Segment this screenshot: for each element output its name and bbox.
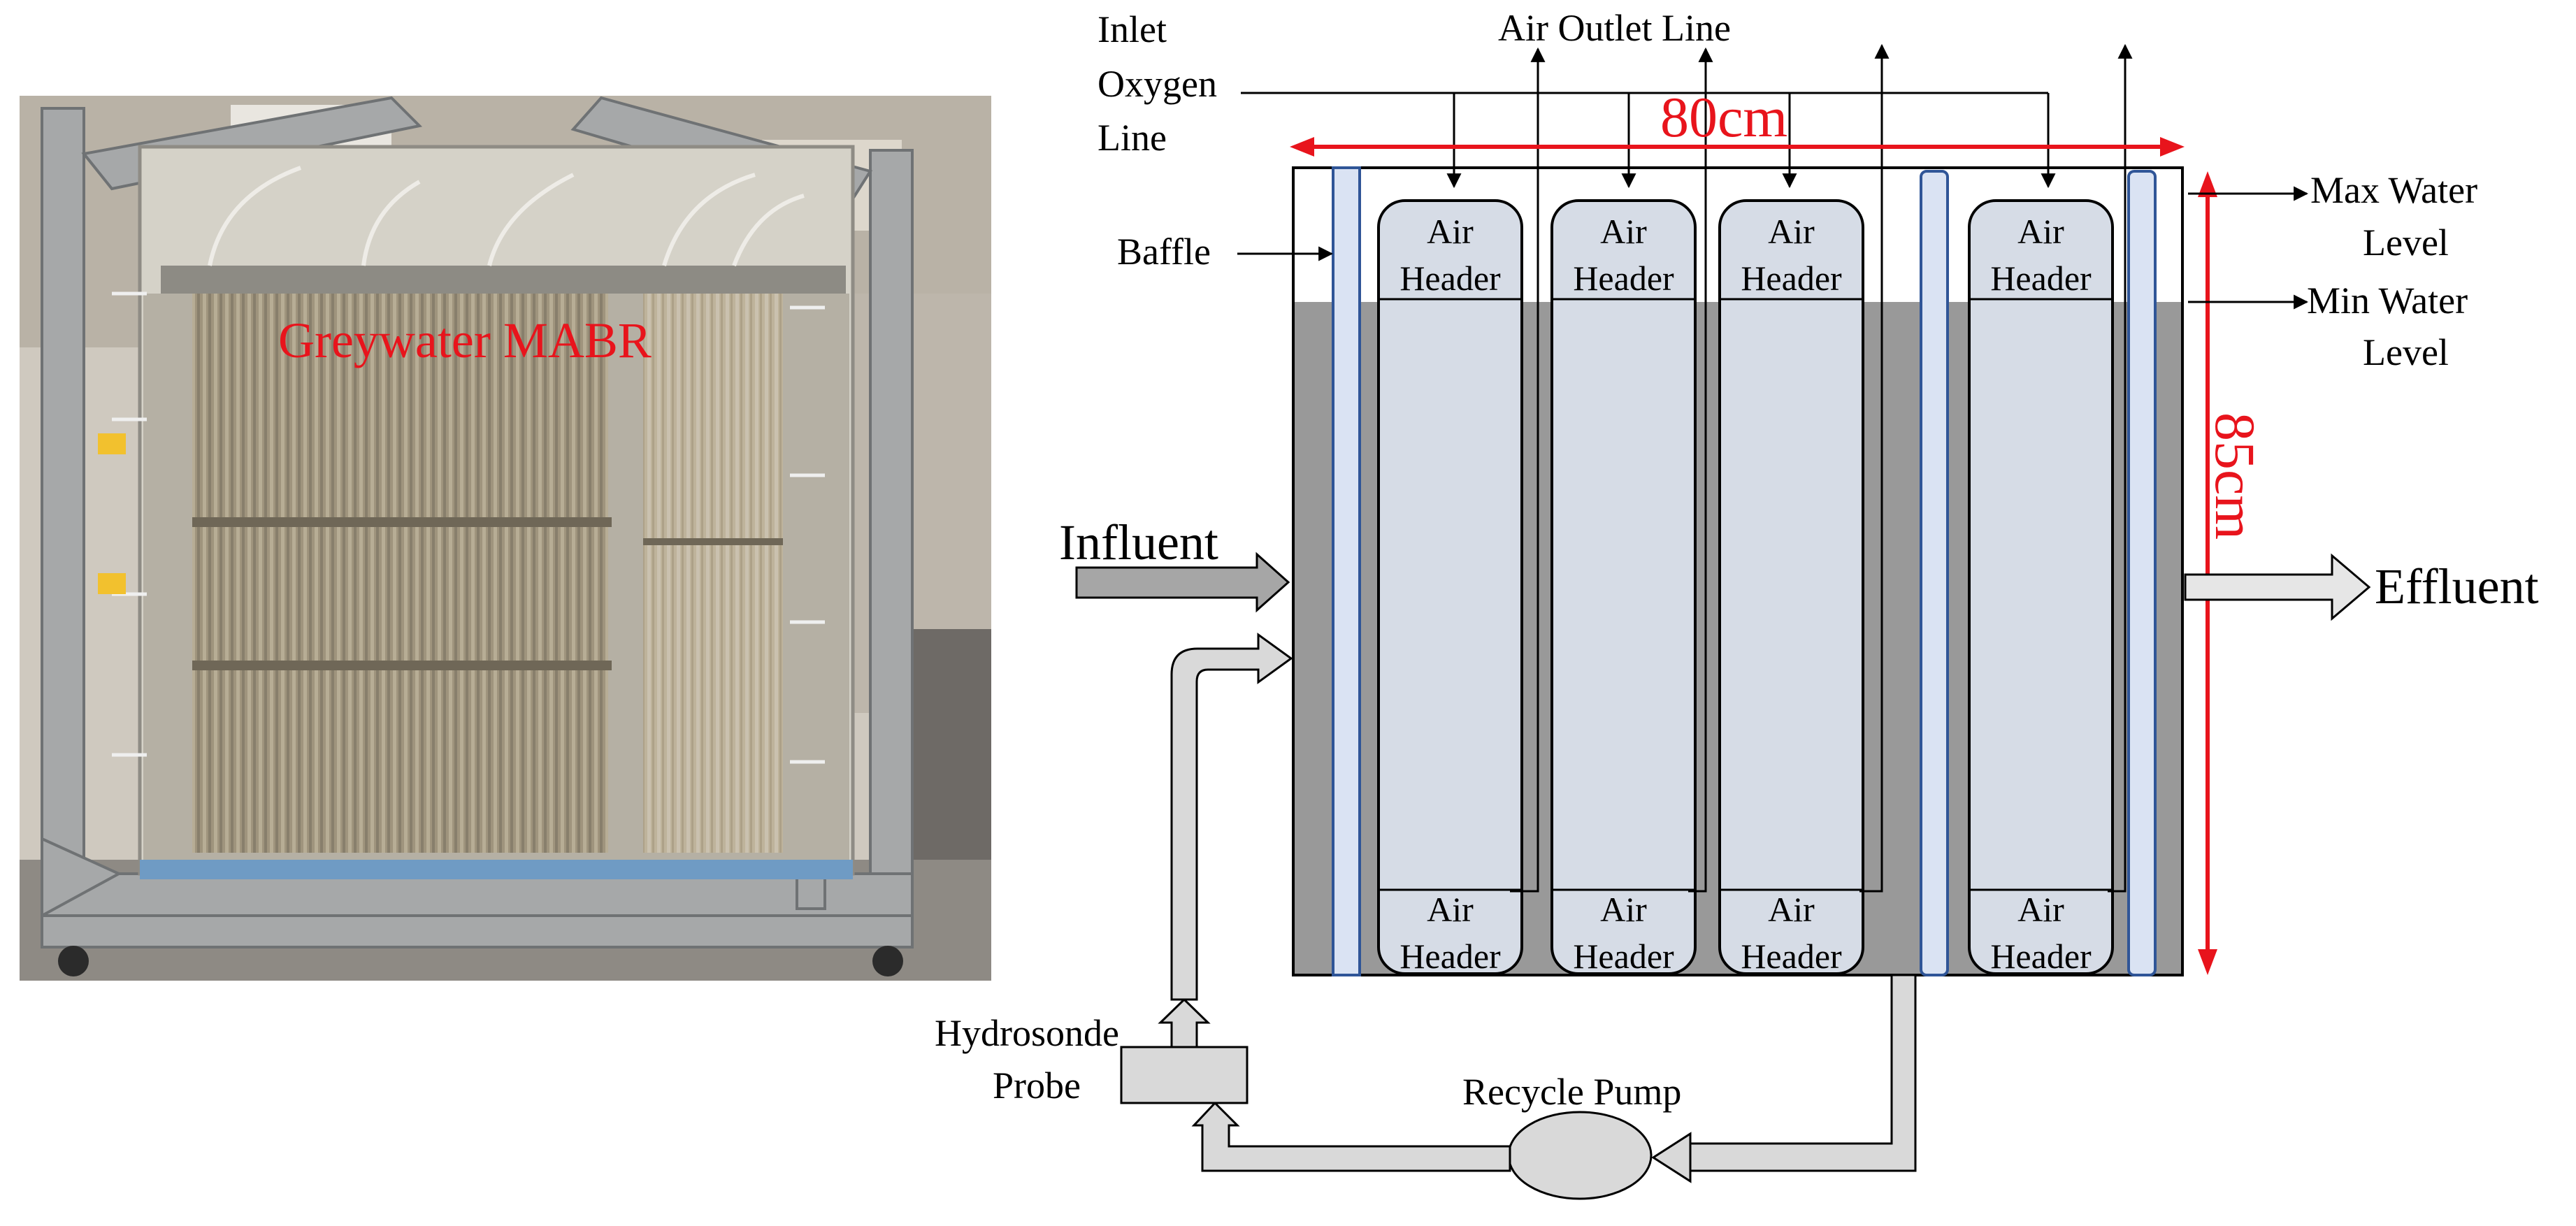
level-arrows (1237, 186, 2309, 310)
air-header-top-label: Header (1399, 259, 1501, 298)
photo-fiber-module (643, 294, 783, 853)
influent-label: Influent (1059, 514, 1218, 570)
membrane-module-body (1377, 199, 1523, 975)
inlet-label-line1: Inlet (1098, 8, 1167, 50)
min-water-level-line2: Level (2363, 331, 2449, 373)
air-header-bottom-label: Air (1600, 890, 1647, 929)
air-header-bottom-label: Header (1741, 937, 1842, 976)
baffle-right (2127, 170, 2157, 976)
membrane-modules: AirHeaderAirHeaderAirHeaderAirHeaderAirH… (1377, 199, 2114, 976)
photo-water (143, 294, 849, 867)
recycle-pipe-return (1191, 1101, 1511, 1172)
membrane-module-body (1968, 199, 2114, 975)
air-header-bottom-label: Header (1990, 937, 2092, 976)
membrane-module-body (1718, 199, 1864, 975)
reactor-photo: Greywater MABR (20, 96, 991, 981)
photo-fiber-module (192, 294, 343, 853)
baffle-label: Baffle (1117, 231, 1211, 273)
recycle-pump-label: Recycle Pump (1462, 1071, 1681, 1113)
schematic-labels: Inlet Oxygen Line Air Outlet Line Baffle… (935, 7, 2539, 1113)
inlet-label-line2: Oxygen (1098, 63, 1217, 105)
photo-module-bars (192, 517, 783, 670)
photo-tubes (208, 166, 805, 267)
hydrosonde-label-line1: Hydrosonde (935, 1012, 1119, 1054)
air-outlet-line-label: Air Outlet Line (1498, 7, 1731, 49)
photo-header-rail (161, 266, 846, 294)
air-header-top-label: Air (1427, 212, 1474, 251)
effluent-arrow (2184, 553, 2371, 621)
recycle-pipe-riser (1170, 633, 1293, 1001)
air-header-top-label: Header (1573, 259, 1674, 298)
hydrosonde-label-line2: Probe (993, 1065, 1081, 1106)
air-header-bottom-label: Air (1768, 890, 1815, 929)
air-outlet-lines (1510, 43, 2133, 893)
photo-fiber-module (336, 294, 468, 853)
photo-base-plate (140, 860, 853, 879)
max-water-level-line1: Max Water (2310, 169, 2477, 211)
recycle-pipe-to-tank (1158, 997, 1211, 1048)
effluent-label: Effluent (2375, 558, 2539, 614)
air-header-bottom-label: Header (1573, 937, 1674, 976)
influent-arrow (1075, 551, 1290, 613)
baffle-middle (1920, 170, 1949, 976)
inlet-oxygen-line (1241, 92, 2056, 189)
photo-fiber-module (465, 294, 608, 853)
photo-wheels (58, 946, 903, 976)
recycle-pipe-outlet (1689, 974, 1917, 1172)
min-water-level-line1: Min Water (2307, 280, 2468, 322)
photo-valves (98, 433, 126, 594)
air-header-top-label: Header (1741, 259, 1842, 298)
air-header-bottom-label: Header (1399, 937, 1501, 976)
air-header-top-label: Header (1990, 259, 2092, 298)
height-dimension-label: 85cm (2203, 412, 2267, 540)
photo-caption: Greywater MABR (278, 312, 652, 368)
air-header-bottom-label: Air (2017, 890, 2064, 929)
max-water-level-line2: Level (2363, 222, 2449, 264)
width-dimension-label: 80cm (1660, 85, 1787, 149)
height-dimension: 85cm (2198, 171, 2267, 975)
recycle-pump (1507, 1111, 1653, 1200)
recycle-arrow-into-pump (1651, 1132, 1692, 1183)
air-header-top-label: Air (1600, 212, 1647, 251)
inlet-label-line3: Line (1098, 117, 1167, 159)
air-header-top-label: Air (2017, 212, 2064, 251)
tank-outline (1292, 166, 2184, 976)
membrane-module-body (1550, 199, 1697, 975)
air-header-top-label: Air (1768, 212, 1815, 251)
baffle-left (1332, 166, 1361, 976)
schematic: AirHeaderAirHeaderAirHeaderAirHeaderAirH… (935, 7, 2539, 1200)
width-dimension: 80cm (1290, 85, 2185, 157)
hydrosonde-probe-box (1120, 1046, 1249, 1104)
air-header-bottom-label: Air (1427, 890, 1474, 929)
